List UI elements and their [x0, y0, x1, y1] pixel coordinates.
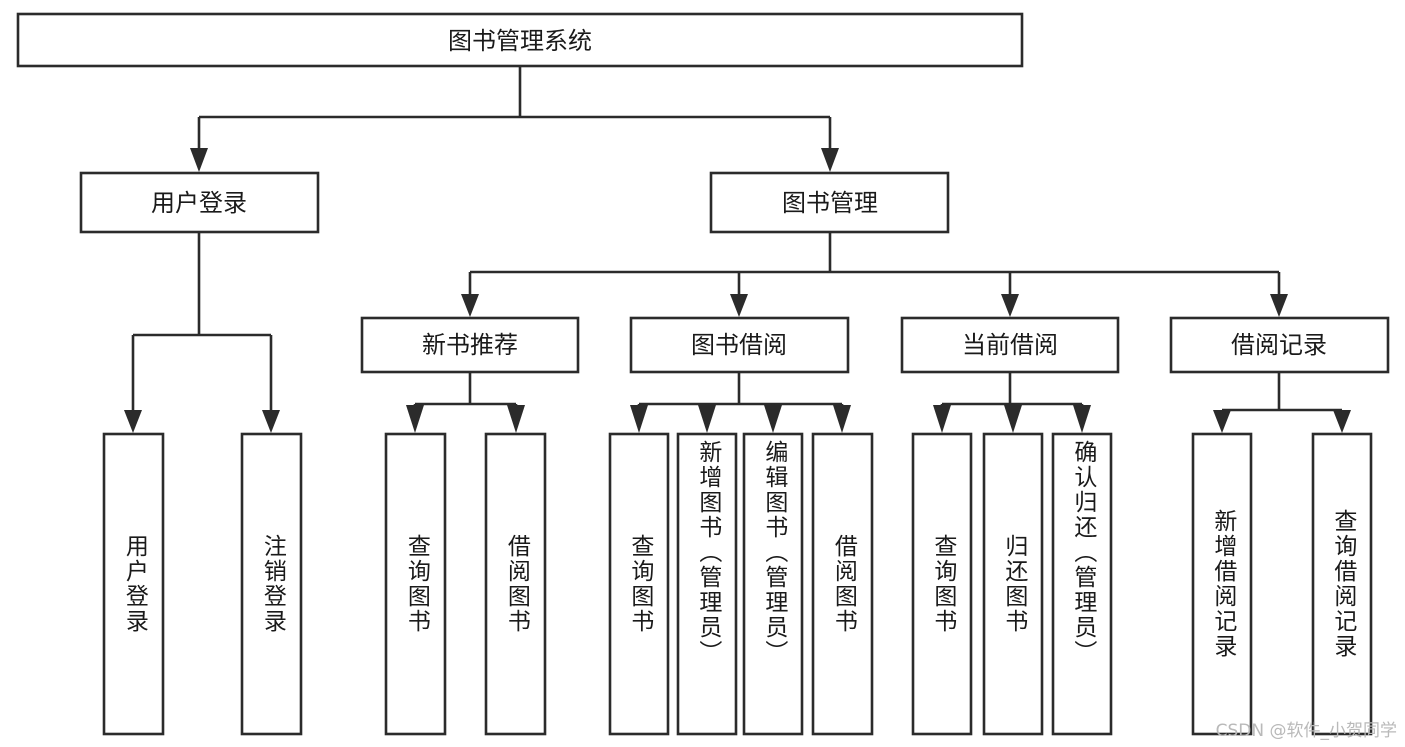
arrow-head-icon [698, 405, 716, 433]
connector-group-new-book-recommend-to-leaves [406, 372, 525, 433]
arrow-head-icon [1333, 410, 1351, 433]
leaf-box-confirm-return[interactable] [1051, 432, 1113, 736]
node-user-login-label: 用户登录 [151, 189, 247, 217]
node-root[interactable]: 图书管理系统 [16, 12, 1024, 68]
connector-group-borrow-record-to-leaves [1213, 372, 1351, 433]
leaf-box-add-borrow-record[interactable] [1191, 432, 1253, 736]
connector-group-root-to-level1 [190, 66, 839, 172]
arrow-head-icon [1001, 294, 1019, 317]
leaf-box-logout[interactable] [240, 432, 303, 736]
node-book-borrow[interactable]: 图书借阅 [629, 316, 850, 374]
connector-group-book-manage-to-level2 [461, 232, 1288, 317]
leaf-box-return-book[interactable] [982, 432, 1044, 736]
node-book-borrow-box[interactable] [629, 316, 850, 374]
arrow-head-icon [406, 405, 424, 433]
node-book-manage-box[interactable] [709, 171, 950, 234]
arrow-head-icon [833, 405, 851, 433]
node-book-borrow-label: 图书借阅 [691, 331, 787, 359]
node-borrow-record[interactable]: 借阅记录 [1169, 316, 1390, 374]
node-borrow-record-box[interactable] [1169, 316, 1390, 374]
node-current-borrow[interactable]: 当前借阅 [900, 316, 1120, 374]
leaf-box-query-book-recommend[interactable] [384, 432, 447, 736]
arrow-head-icon [262, 410, 280, 433]
arrow-head-icon [507, 405, 525, 433]
node-new-book-recommend-label: 新书推荐 [422, 331, 518, 359]
leaf-box-user-login[interactable] [102, 432, 165, 736]
arrow-head-icon [1004, 405, 1022, 433]
leaf-box-query-borrow-record[interactable] [1311, 432, 1373, 736]
node-root-box[interactable] [16, 12, 1024, 68]
arrow-head-icon [730, 294, 748, 317]
connector-group-user-login-to-leaves [124, 232, 280, 433]
node-user-login[interactable]: 用户登录 [79, 171, 320, 234]
node-new-book-recommend-box[interactable] [360, 316, 580, 374]
arrow-head-icon [630, 405, 648, 433]
arrow-head-icon [1270, 294, 1288, 317]
leaf-box-query-book-borrow[interactable] [608, 432, 670, 736]
node-book-manage-label: 图书管理 [782, 189, 878, 217]
arrow-head-icon [124, 410, 142, 433]
leaf-box-borrow-book[interactable] [811, 432, 874, 736]
arrow-head-icon [1073, 405, 1091, 433]
arrow-head-icon [933, 405, 951, 433]
connector-group-book-borrow-to-leaves [630, 372, 851, 433]
node-user-login-box[interactable] [79, 171, 320, 234]
leaf-box-edit-book[interactable] [742, 432, 804, 736]
leaf-box-borrow-book-recommend[interactable] [484, 432, 547, 736]
leaf-box-query-book-current[interactable] [911, 432, 973, 736]
arrow-head-icon [764, 405, 782, 433]
node-root-label: 图书管理系统 [448, 27, 592, 55]
connector-group-current-borrow-to-leaves [933, 372, 1091, 433]
node-borrow-record-label: 借阅记录 [1231, 331, 1327, 359]
arrow-head-icon [821, 148, 839, 172]
arrow-head-icon [190, 148, 208, 172]
node-new-book-recommend[interactable]: 新书推荐 [360, 316, 580, 374]
arrow-head-icon [461, 294, 479, 317]
arrow-head-icon [1213, 410, 1231, 433]
node-current-borrow-box[interactable] [900, 316, 1120, 374]
node-current-borrow-label: 当前借阅 [962, 331, 1058, 359]
csdn-watermark: CSDN @软件_小贺同学 [1215, 721, 1397, 741]
leaf-box-add-book[interactable] [676, 432, 738, 736]
node-book-manage[interactable]: 图书管理 [709, 171, 950, 234]
